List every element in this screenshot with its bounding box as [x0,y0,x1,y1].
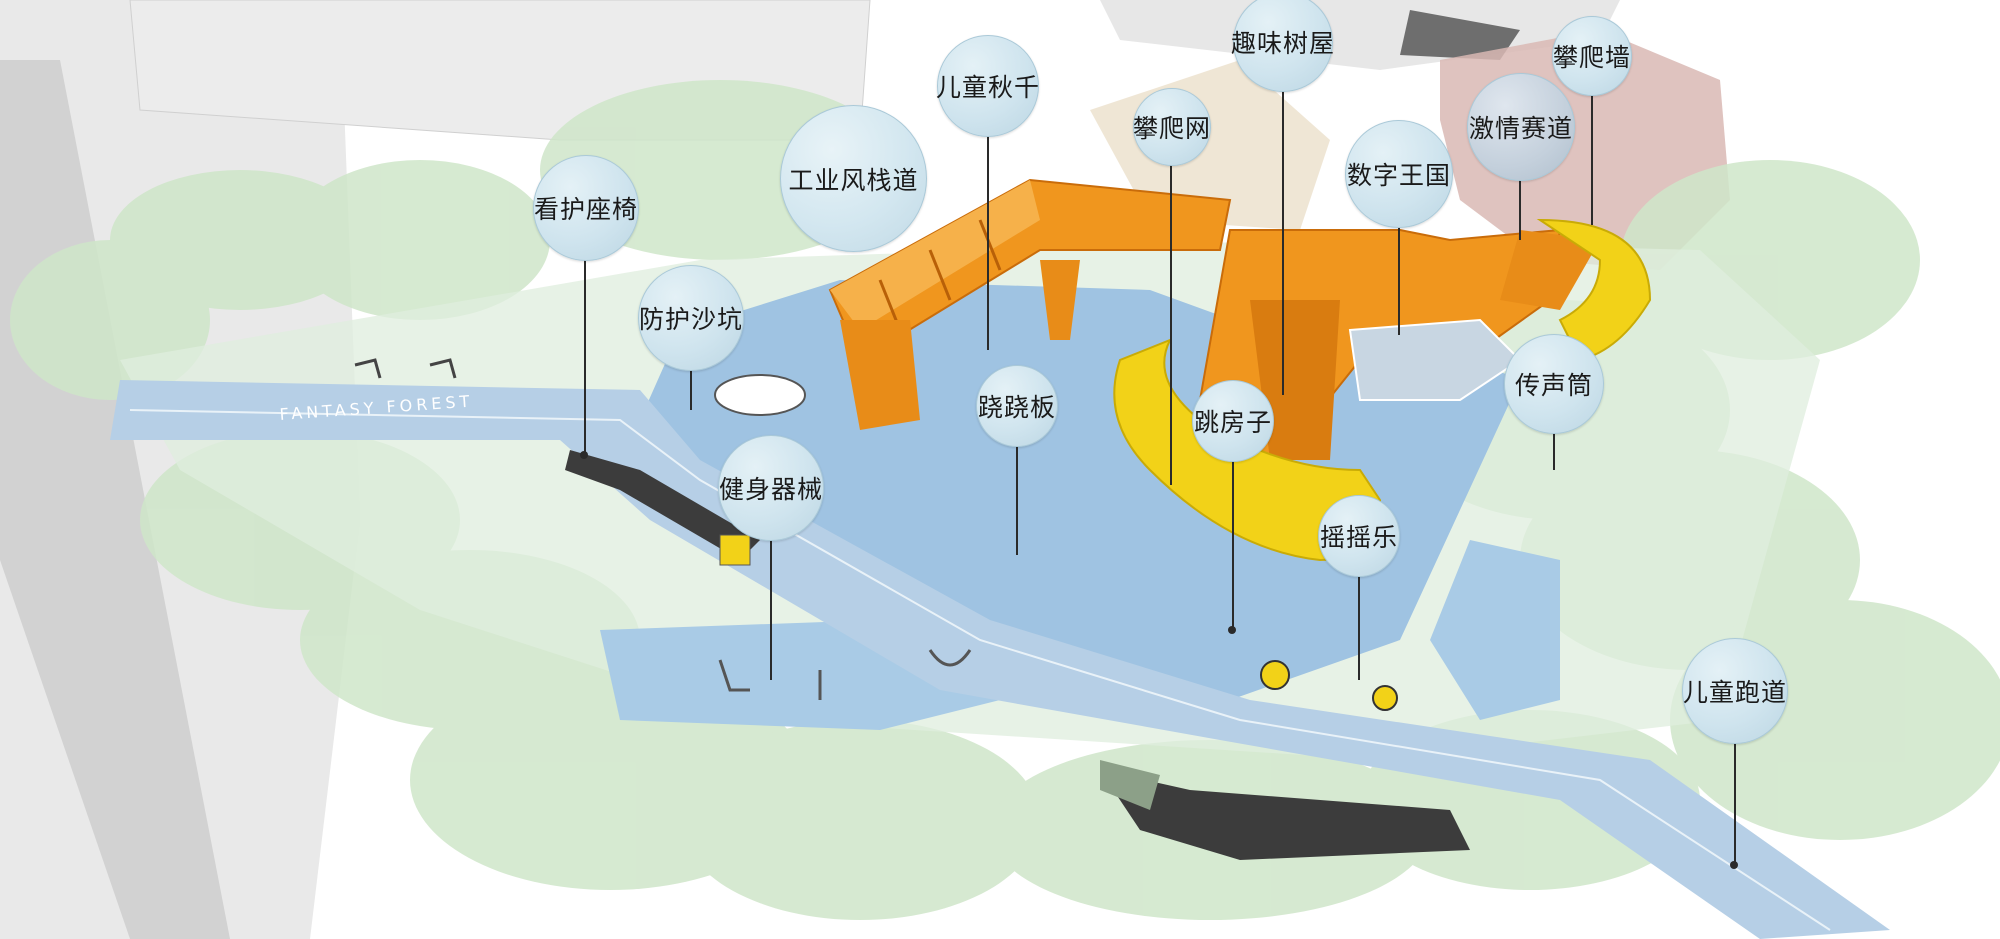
leader-seesaw [1016,445,1018,555]
callout-kids-runway: 儿童跑道 [1682,638,1788,744]
callout-rocking-toy: 摇摇乐 [1318,495,1400,577]
callout-speaking-tube: 传声筒 [1504,334,1604,434]
leader-kids-runway [1734,740,1736,865]
leader-sandpit [690,370,692,410]
leader-rocking [1358,575,1360,680]
yellow-bins [720,535,750,565]
leader-swing [987,135,989,350]
callout-kids-swing: 儿童秋千 [937,35,1039,137]
callout-racing-track: 激情赛道 [1467,73,1575,181]
leader-dot-kids-runway [1730,861,1738,869]
callout-fitness-equipment: 健身器械 [718,435,824,541]
callout-watch-bench: 看护座椅 [533,155,639,261]
sandpit-tunnel [715,375,805,415]
callout-climbing-net: 攀爬网 [1133,88,1211,166]
callout-industrial-trestle: 工业风栈道 [780,105,927,252]
leader-fitness [770,535,772,680]
callout-climbing-wall: 攀爬墙 [1552,16,1632,96]
callout-sandpit: 防护沙坑 [638,265,744,371]
leader-digital-kingdom [1398,225,1400,335]
leader-climbing-net [1170,165,1172,485]
leader-dot-hopscotch [1228,626,1236,634]
leader-climbing-wall [1591,95,1593,225]
callout-digital-kingdom: 数字王国 [1345,120,1453,228]
leader-dot-watch-bench [580,451,588,459]
leader-watch-bench [584,260,586,455]
leader-racing-track [1519,180,1521,240]
leader-treehouse [1282,90,1284,395]
callout-seesaw: 跷跷板 [976,365,1058,447]
callout-hopscotch: 跳房子 [1192,380,1274,462]
leader-hopscotch [1232,460,1234,630]
